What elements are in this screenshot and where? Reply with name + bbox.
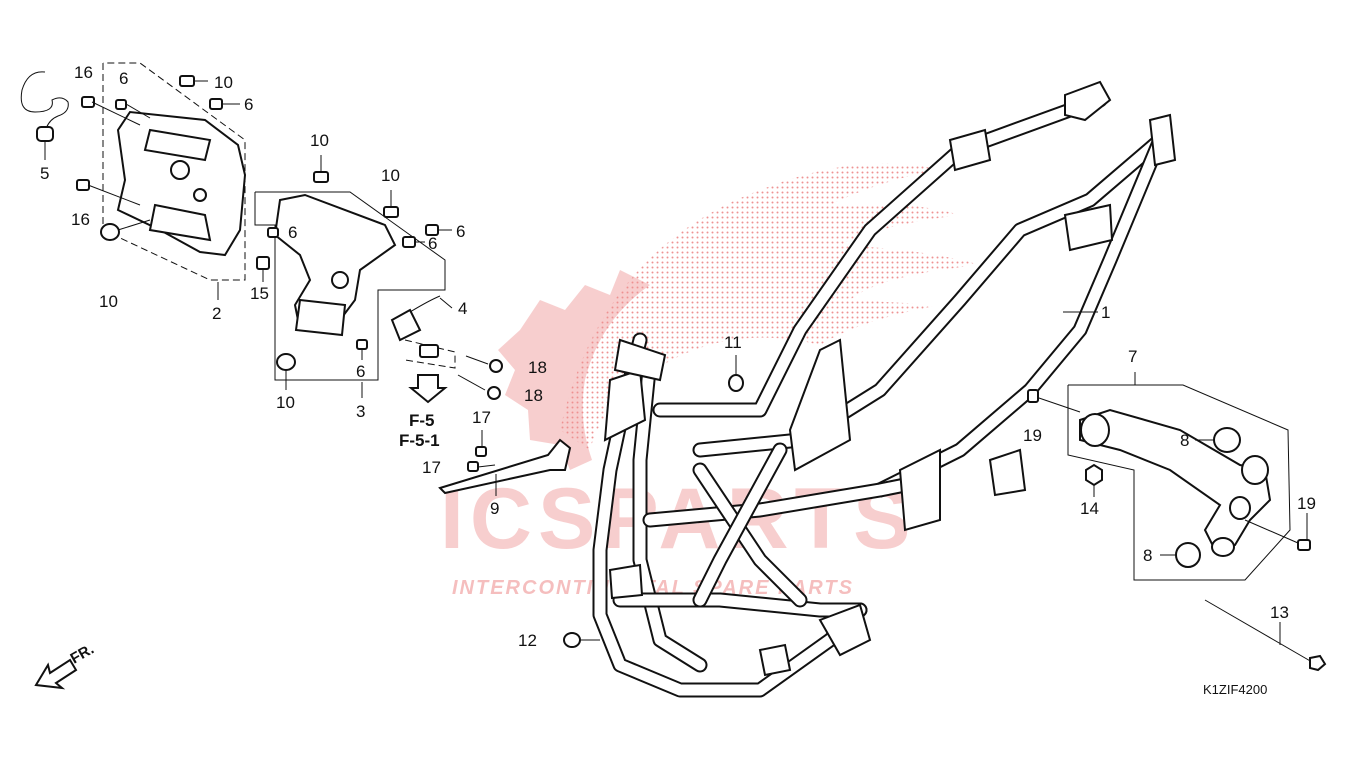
clip-6-right (209, 98, 223, 110)
diagram-code: K1ZIF4200 (1203, 682, 1267, 697)
callout-6f: 6 (356, 362, 365, 381)
callout-1: 1 (1101, 303, 1110, 322)
front-direction: FR. (34, 641, 97, 690)
section-references: F-5 F-5-1 (399, 411, 440, 450)
nut-11 (728, 374, 744, 392)
bolt-19-right (1297, 539, 1311, 551)
bolt-18-top (489, 359, 503, 373)
callout-11: 11 (724, 333, 742, 352)
callout-16a: 16 (74, 63, 93, 82)
arrow-down-left-icon (34, 658, 78, 690)
callout-labels: 1 2 3 4 5 6 6 6 6 6 6 7 8 8 9 10 10 10 1… (40, 63, 1316, 650)
callout-6e: 6 (288, 223, 297, 242)
fasteners-group-center (256, 155, 452, 390)
fasteners-group-left (76, 75, 240, 241)
part-wire-clip (20, 71, 69, 160)
part-engine-hanger (1027, 372, 1311, 581)
small-nuts-frame (563, 355, 744, 648)
bolt-18-bottom (487, 386, 501, 400)
callout-2: 2 (212, 304, 221, 323)
watermark-wing-shape (560, 163, 980, 451)
clip-6-d (356, 339, 368, 350)
callout-10c: 10 (381, 166, 400, 185)
bolt-19-left (1027, 389, 1039, 403)
callout-10b: 10 (310, 131, 329, 150)
callout-9: 9 (490, 499, 499, 518)
callout-16b: 16 (71, 210, 90, 229)
bushing-8-bottom (1175, 542, 1201, 568)
callout-6b: 6 (244, 95, 253, 114)
grommet-10-left (100, 223, 120, 241)
clip-6-left (115, 99, 127, 110)
callout-4: 4 (458, 299, 467, 318)
callout-13: 13 (1270, 603, 1289, 622)
grommet-10-c (276, 353, 296, 371)
clip-6-b (402, 236, 416, 248)
callout-8a: 8 (1180, 431, 1189, 450)
grommet-10-a (313, 171, 329, 183)
callout-15: 15 (250, 284, 269, 303)
callout-6d: 6 (428, 234, 437, 253)
part-frame-body (592, 80, 1177, 698)
callout-19a: 19 (1023, 426, 1042, 445)
bushing-8-top (1213, 427, 1241, 453)
nut-14 (1085, 463, 1103, 487)
callout-10d: 10 (99, 292, 118, 311)
ref-f5: F-5 (409, 411, 435, 430)
callout-8b: 8 (1143, 546, 1152, 565)
screw-16-top (81, 96, 95, 108)
nut-15 (256, 256, 270, 270)
callout-17a: 17 (472, 408, 491, 427)
callout-18b: 18 (524, 386, 543, 405)
arrow-down-icon (408, 374, 448, 404)
callout-6a: 6 (119, 69, 128, 88)
callout-3: 3 (356, 402, 365, 421)
callout-17b: 17 (422, 458, 441, 477)
callout-10e: 10 (276, 393, 295, 412)
callout-12: 12 (518, 631, 537, 650)
ref-f5-1: F-5-1 (399, 431, 440, 450)
screw-17-top (475, 446, 487, 457)
watermark: ICSPARTS INTERCONTINENTAL SPARE PARTS (440, 163, 980, 599)
part-long-bolt (1204, 599, 1327, 672)
screw-16-bottom (76, 179, 90, 191)
part-stay (438, 430, 572, 496)
clip-6-c (267, 227, 279, 238)
nut-12 (563, 632, 581, 648)
screw-17-bottom (467, 461, 479, 472)
part-front-inner-cover (102, 62, 247, 300)
bolt-13 (1309, 654, 1327, 672)
part-rear-inner-cover (254, 191, 446, 398)
callout-18a: 18 (528, 358, 547, 377)
callout-6c: 6 (456, 222, 465, 241)
part-bracket (390, 295, 503, 404)
grommet-10-top (179, 75, 195, 87)
grommet-10-b (383, 206, 399, 218)
callout-14: 14 (1080, 499, 1099, 518)
callout-19b: 19 (1297, 494, 1316, 513)
callout-5: 5 (40, 164, 49, 183)
callout-10a: 10 (214, 73, 233, 92)
watermark-gear-shape (498, 270, 650, 470)
callout-7: 7 (1128, 347, 1137, 366)
